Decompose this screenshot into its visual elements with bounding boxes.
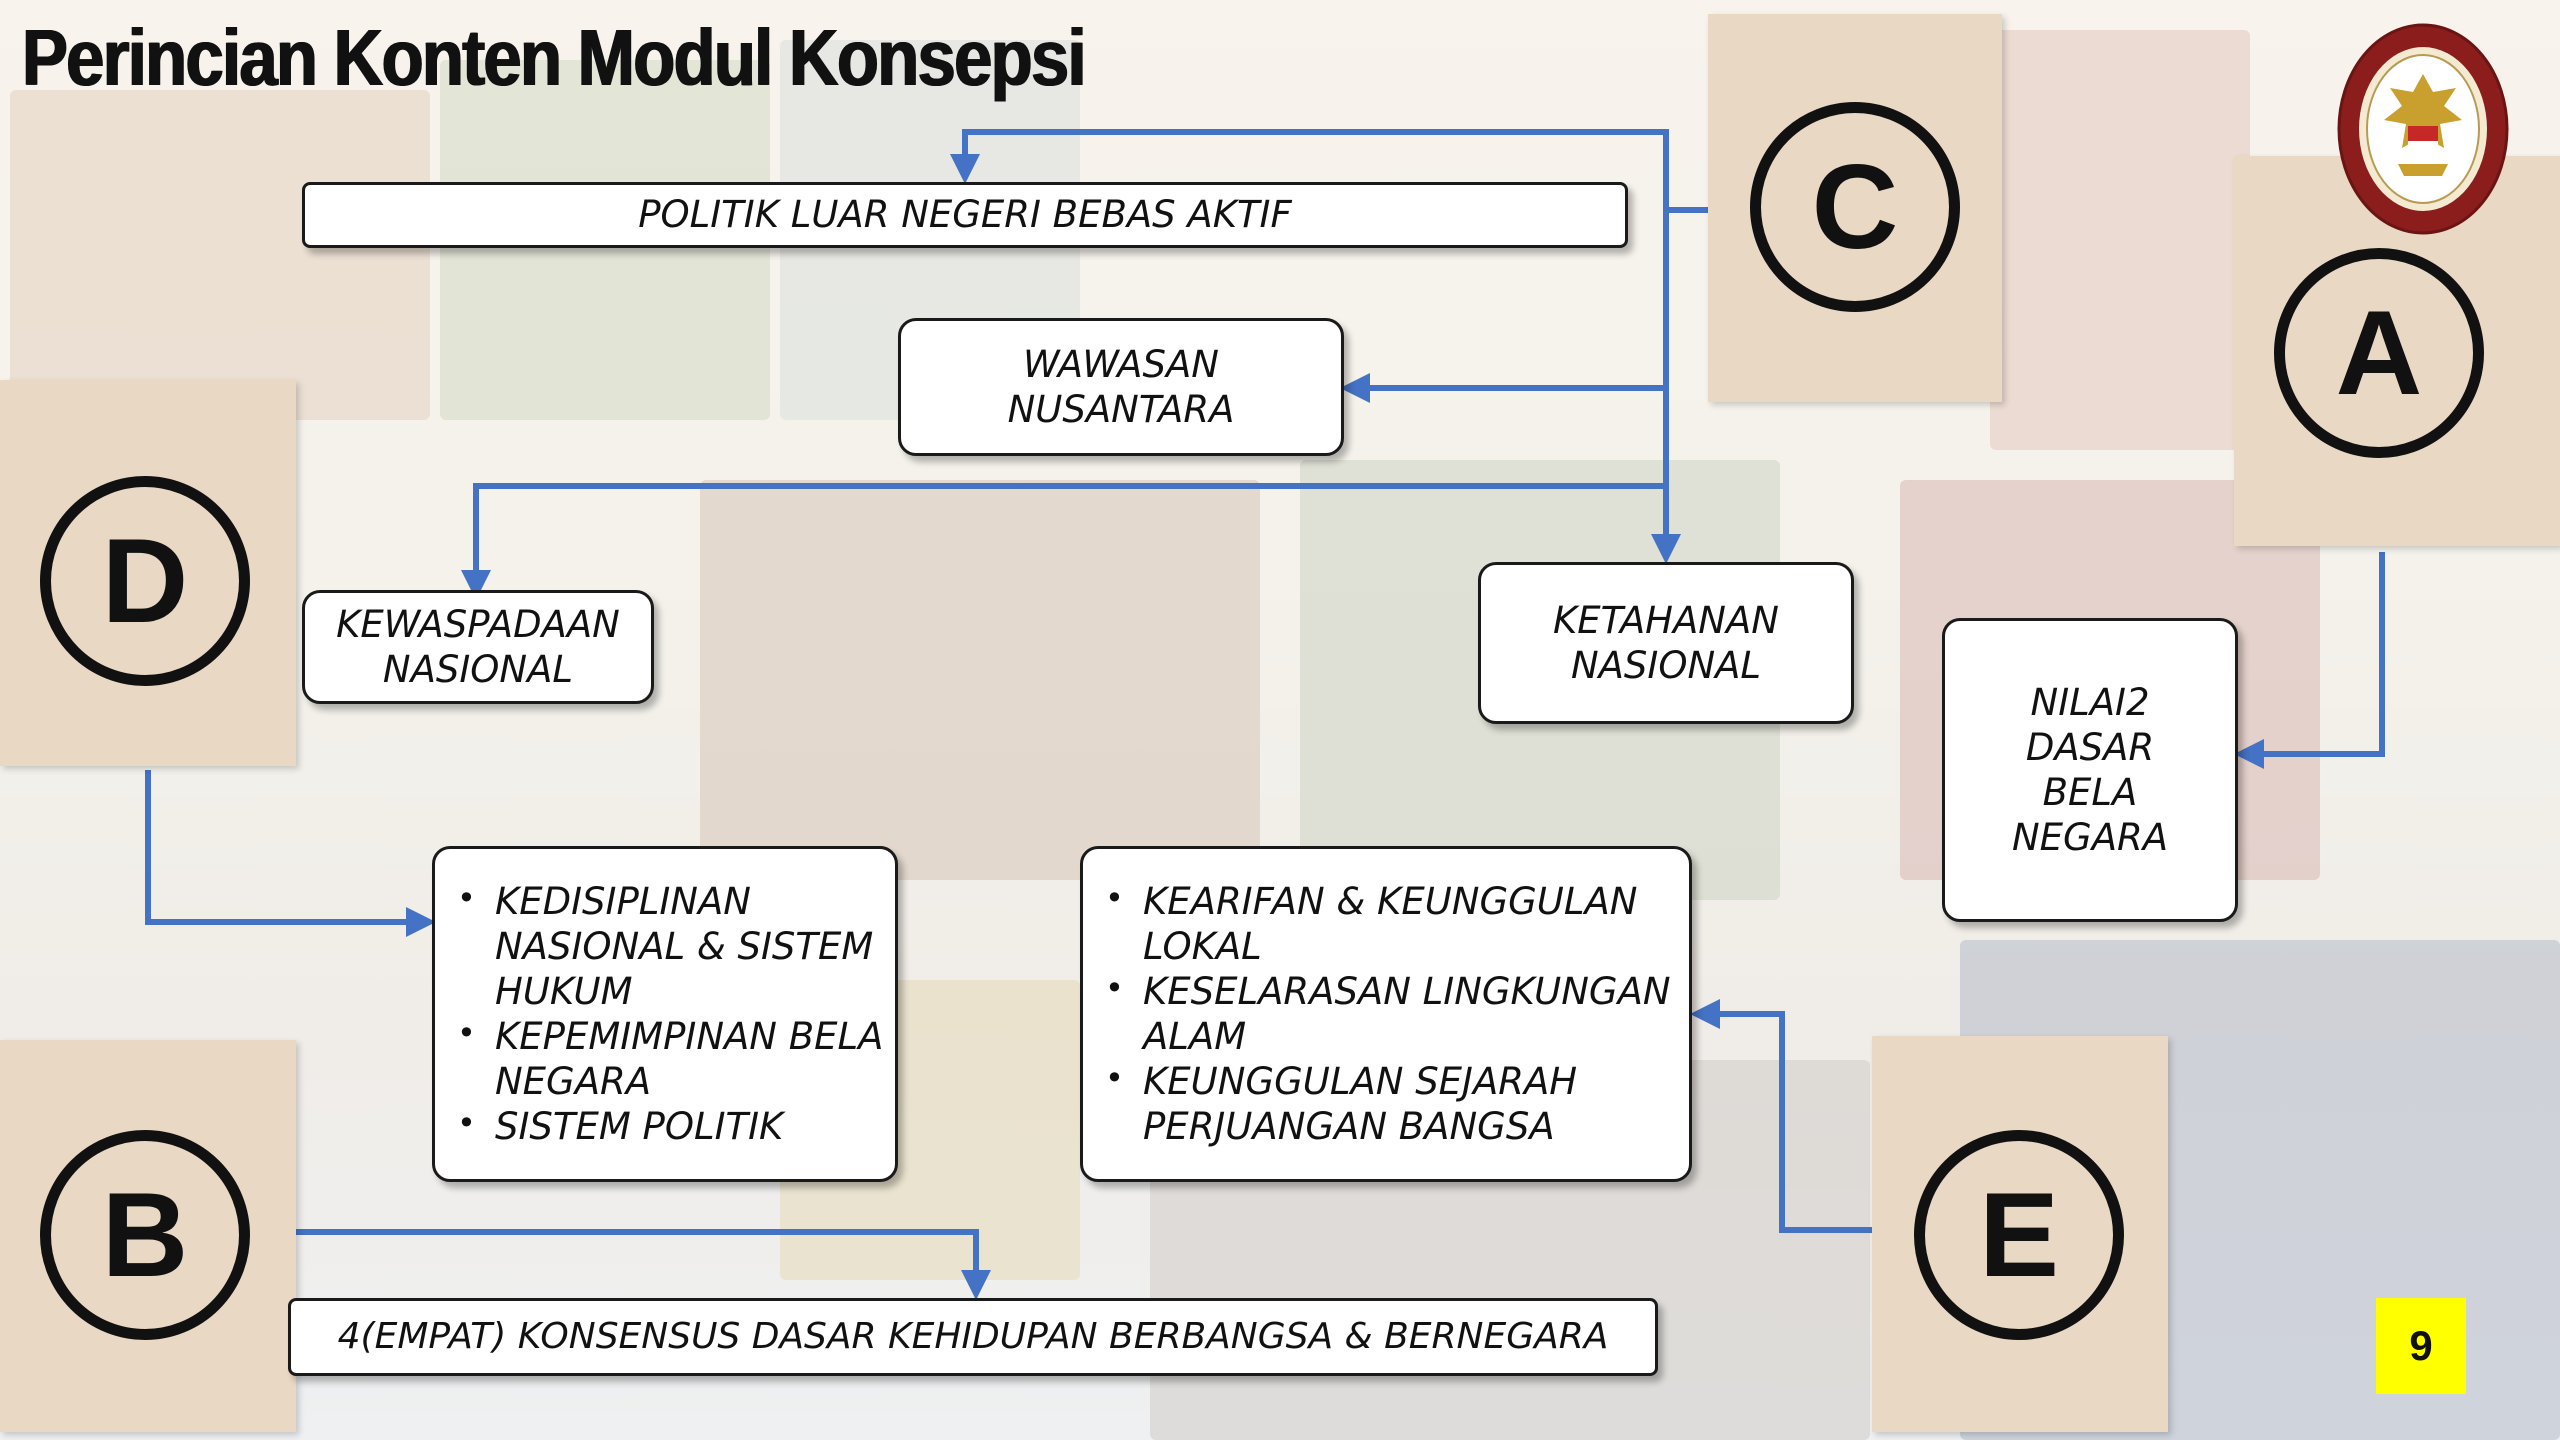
box-politik-luar-negeri-text: POLITIK LUAR NEGERI BEBAS AKTIF — [638, 193, 1292, 237]
card-c: C — [1708, 14, 2002, 402]
label-e: E — [1978, 1168, 2060, 1302]
label-b: B — [101, 1168, 189, 1302]
label-c: C — [1811, 140, 1899, 274]
box-kewaspadaan-nasional-text: KEWASPADAAN NASIONAL — [336, 602, 620, 691]
box-kewaspadaan-nasional: KEWASPADAAN NASIONAL — [302, 590, 654, 704]
box-nilai-dasar-bela-negara: NILAI2 DASAR BELA NEGARA — [1942, 618, 2238, 922]
box-empat-konsensus-text: 4(EMPAT) KONSENSUS DASAR KEHIDUPAN BERBA… — [337, 1316, 1609, 1358]
label-circle-e: E — [1914, 1130, 2124, 1340]
list-e-item: KEUNGGULAN SEJARAH PERJUANGAN BANGSA — [1105, 1059, 1679, 1149]
arrow-c-to-kewaspadaan — [461, 483, 1666, 600]
label-circle-b: B — [40, 1130, 250, 1340]
label-circle-c: C — [1750, 102, 1960, 312]
page-number-badge: 9 — [2376, 1298, 2466, 1394]
box-ketahanan-nasional-text: KETAHANAN NASIONAL — [1553, 598, 1779, 687]
slide-title: Perincian Konten Modul Konsepsi — [22, 13, 1087, 102]
box-politik-luar-negeri: POLITIK LUAR NEGERI BEBAS AKTIF — [302, 182, 1628, 248]
list-d-item: SISTEM POLITIK — [457, 1104, 885, 1149]
arrow-c-to-politik — [950, 129, 1712, 213]
card-b: B — [0, 1040, 296, 1432]
list-d-item: KEPEMIMPINAN BELA NEGARA — [457, 1014, 885, 1104]
arrow-b-to-konsensus — [296, 1229, 991, 1300]
arrow-a-to-nilai — [2234, 552, 2385, 769]
list-d: KEDISIPLINAN NASIONAL & SISTEM HUKUM KEP… — [435, 879, 885, 1150]
box-empat-konsensus: 4(EMPAT) KONSENSUS DASAR KEHIDUPAN BERBA… — [288, 1298, 1658, 1376]
list-e: KEARIFAN & KEUNGGULAN LOKAL KESELARASAN … — [1083, 879, 1679, 1150]
label-d: D — [101, 514, 189, 648]
box-list-e: KEARIFAN & KEUNGGULAN LOKAL KESELARASAN … — [1080, 846, 1692, 1182]
list-e-item: KESELARASAN LINGKUNGAN ALAM — [1105, 969, 1679, 1059]
label-circle-a: A — [2274, 248, 2484, 458]
label-circle-d: D — [40, 476, 250, 686]
box-ketahanan-nasional: KETAHANAN NASIONAL — [1478, 562, 1854, 724]
list-e-item: KEARIFAN & KEUNGGULAN LOKAL — [1105, 879, 1679, 969]
arrow-e-to-list — [1690, 999, 1872, 1233]
box-wawasan-nusantara: WAWASAN NUSANTARA — [898, 318, 1344, 456]
arrow-d-to-list — [145, 770, 436, 937]
page-number: 9 — [2409, 1322, 2433, 1369]
garuda-emblem-icon — [2337, 23, 2509, 235]
label-a: A — [2335, 286, 2423, 420]
box-list-d: KEDISIPLINAN NASIONAL & SISTEM HUKUM KEP… — [432, 846, 898, 1182]
list-d-item: KEDISIPLINAN NASIONAL & SISTEM HUKUM — [457, 879, 885, 1014]
card-d: D — [0, 380, 296, 766]
card-e: E — [1872, 1036, 2168, 1432]
box-nilai-dasar-bela-negara-text: NILAI2 DASAR BELA NEGARA — [2011, 680, 2169, 860]
box-wawasan-nusantara-text: WAWASAN NUSANTARA — [1007, 342, 1235, 431]
